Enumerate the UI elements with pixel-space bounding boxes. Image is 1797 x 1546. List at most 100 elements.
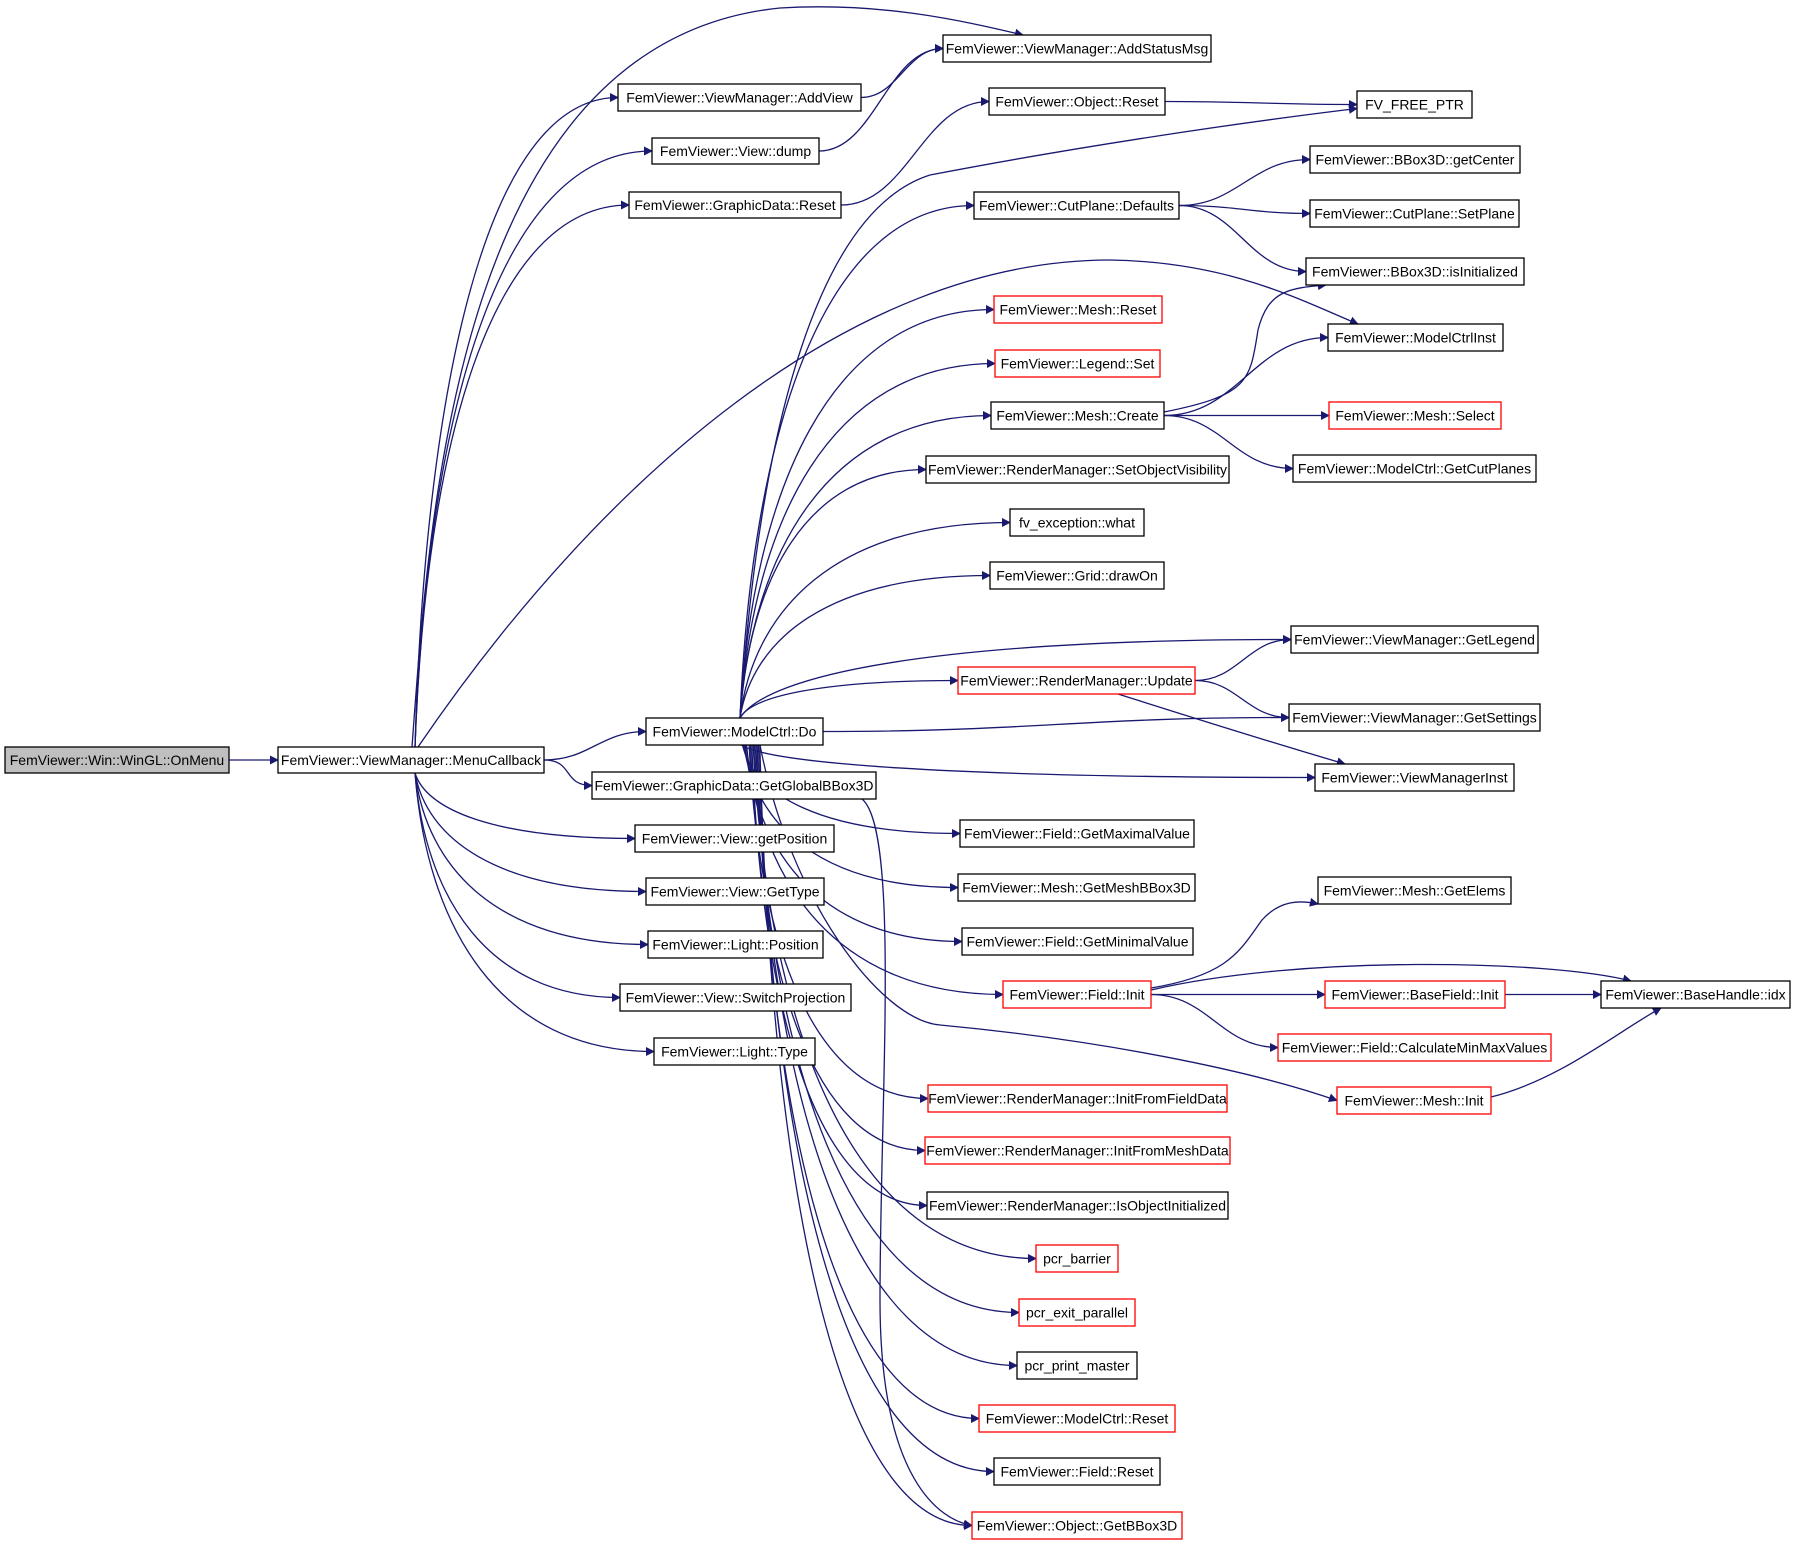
node-fvfree[interactable]: FV_FREE_PTR: [1356, 90, 1473, 119]
node-label: FemViewer::Mesh::GetElems: [1324, 883, 1506, 899]
node-fieldinit[interactable]: FemViewer::Field::Init: [1002, 980, 1152, 1009]
node-onmenu[interactable]: FemViewer::Win::WinGL::OnMenu: [4, 746, 230, 774]
node-legendset[interactable]: FemViewer::Legend::Set: [994, 349, 1161, 378]
node-getbbox[interactable]: FemViewer::Object::GetBBox3D: [971, 1511, 1183, 1540]
node-addstatusmsg[interactable]: FemViewer::ViewManager::AddStatusMsg: [942, 34, 1212, 63]
edge-line: [739, 105, 1358, 719]
node-mcreset[interactable]: FemViewer::ModelCtrl::Reset: [978, 1404, 1176, 1433]
node-menucallback[interactable]: FemViewer::ViewManager::MenuCallback: [277, 746, 545, 774]
call-edge: [1490, 1007, 1662, 1098]
node-label: FemViewer::BBox3D::isInitialized: [1312, 264, 1518, 280]
call-edge: [414, 93, 619, 748]
edge-line: [860, 44, 944, 99]
call-edge: [739, 201, 975, 719]
node-addview[interactable]: FemViewer::ViewManager::AddView: [617, 83, 862, 112]
edge-line: [861, 798, 973, 1529]
node-label: FemViewer::Field::Reset: [1000, 1464, 1153, 1480]
edge-line: [739, 359, 996, 719]
call-edge: [739, 571, 991, 719]
call-edge: [414, 772, 636, 843]
node-label: FemViewer::Mesh::Init: [1344, 1093, 1483, 1109]
node-meshselect[interactable]: FemViewer::Mesh::Select: [1328, 401, 1502, 430]
edge-line: [417, 259, 1359, 748]
node-label: FemViewer::Field::GetMinimalValue: [966, 934, 1188, 950]
node-gettype[interactable]: FemViewer::View::GetType: [645, 877, 825, 906]
node-pcrprint[interactable]: pcr_print_master: [1016, 1351, 1138, 1380]
node-setplane[interactable]: FemViewer::CutPlane::SetPlane: [1309, 199, 1520, 228]
call-edge: [739, 676, 959, 719]
edge-line: [739, 635, 1292, 719]
node-fieldreset[interactable]: FemViewer::Field::Reset: [993, 1457, 1161, 1486]
node-label: FemViewer::View::getPosition: [642, 831, 827, 847]
edge-line: [414, 772, 655, 1056]
node-label: FemViewer::Light::Type: [661, 1044, 808, 1060]
node-initfield[interactable]: FemViewer::RenderManager::InitFromFieldD…: [927, 1084, 1228, 1113]
node-label: FemViewer::ViewManager::GetSettings: [1292, 710, 1537, 726]
node-label: FV_FREE_PTR: [1365, 97, 1464, 113]
node-label: FemViewer::Win::WinGL::OnMenu: [10, 752, 224, 768]
node-modelctrlinst[interactable]: FemViewer::ModelCtrlInst: [1327, 323, 1504, 352]
node-isobjinit[interactable]: FemViewer::RenderManager::IsObjectInitia…: [926, 1191, 1229, 1220]
node-fvwhat[interactable]: fv_exception::what: [1009, 508, 1145, 537]
call-edge: [414, 772, 647, 896]
call-edge: [739, 105, 1358, 719]
edge-line: [739, 305, 995, 719]
node-calcminmax[interactable]: FemViewer::Field::CalculateMinMaxValues: [1277, 1033, 1552, 1062]
call-edge: [1178, 204, 1311, 218]
node-label: FemViewer::Mesh::Reset: [1000, 302, 1157, 318]
node-meshcreate[interactable]: FemViewer::Mesh::Create: [990, 401, 1165, 430]
call-edge: [1194, 635, 1292, 682]
node-getmaxval[interactable]: FemViewer::Field::GetMaximalValue: [959, 819, 1195, 848]
node-basehandleidx[interactable]: FemViewer::BaseHandle::idx: [1600, 980, 1791, 1009]
edge-line: [1194, 679, 1290, 722]
node-getsettings[interactable]: FemViewer::ViewManager::GetSettings: [1288, 703, 1541, 732]
edge-line: [1150, 963, 1632, 991]
node-label: FemViewer::Mesh::Select: [1335, 408, 1494, 424]
node-setobjvis[interactable]: FemViewer::RenderManager::SetObjectVisib…: [925, 455, 1230, 484]
node-meshinit[interactable]: FemViewer::Mesh::Init: [1336, 1086, 1492, 1115]
call-edge: [543, 727, 647, 761]
edge-line: [543, 759, 593, 790]
node-label: FemViewer::ModelCtrl::GetCutPlanes: [1298, 461, 1531, 477]
node-getmeshbbox[interactable]: FemViewer::Mesh::GetMeshBBox3D: [957, 873, 1196, 902]
node-getelems[interactable]: FemViewer::Mesh::GetElems: [1317, 876, 1512, 905]
node-vminst[interactable]: FemViewer::ViewManagerInst: [1314, 763, 1515, 792]
edge-line: [1117, 693, 1346, 767]
node-label: FemViewer::ViewManager::AddStatusMsg: [946, 41, 1209, 57]
node-label: FemViewer::Field::CalculateMinMaxValues: [1282, 1040, 1548, 1056]
node-pcrexit[interactable]: pcr_exit_parallel: [1018, 1298, 1136, 1327]
node-cpdefaults[interactable]: FemViewer::CutPlane::Defaults: [973, 191, 1180, 220]
node-label: FemViewer::GraphicData::GetGlobalBBox3D: [594, 778, 873, 794]
node-pcrbarrier[interactable]: pcr_barrier: [1035, 1244, 1119, 1273]
node-lightpos[interactable]: FemViewer::Light::Position: [647, 930, 824, 959]
node-getminval[interactable]: FemViewer::Field::GetMinimalValue: [961, 927, 1194, 956]
node-label: fv_exception::what: [1019, 515, 1135, 531]
edge-line: [414, 146, 653, 748]
edge-line: [739, 465, 927, 719]
node-griddraw[interactable]: FemViewer::Grid::drawOn: [989, 561, 1165, 590]
node-gdreset[interactable]: FemViewer::GraphicData::Reset: [628, 191, 842, 219]
edge-line: [840, 97, 990, 206]
node-meshreset[interactable]: FemViewer::Mesh::Reset: [993, 295, 1163, 324]
node-getposition[interactable]: FemViewer::View::getPosition: [634, 824, 835, 853]
node-getcutplanes[interactable]: FemViewer::ModelCtrl::GetCutPlanes: [1292, 454, 1537, 483]
node-label: FemViewer::Mesh::Create: [996, 408, 1159, 424]
node-getlegend[interactable]: FemViewer::ViewManager::GetLegend: [1290, 625, 1539, 654]
node-lighttype[interactable]: FemViewer::Light::Type: [653, 1037, 816, 1066]
edge-line: [818, 44, 944, 152]
node-isinit[interactable]: FemViewer::BBox3D::isInitialized: [1305, 257, 1525, 286]
node-label: FemViewer::ViewManagerInst: [1321, 770, 1507, 786]
node-rmupdate[interactable]: FemViewer::RenderManager::Update: [957, 666, 1196, 695]
node-getglobalbbox[interactable]: FemViewer::GraphicData::GetGlobalBBox3D: [591, 771, 877, 800]
node-label: FemViewer::View::dump: [660, 143, 811, 159]
node-switchproj[interactable]: FemViewer::View::SwitchProjection: [619, 983, 852, 1012]
node-label: pcr_print_master: [1024, 1358, 1129, 1374]
node-basefieldinit[interactable]: FemViewer::BaseField::Init: [1324, 980, 1506, 1009]
node-objreset[interactable]: FemViewer::Object::Reset: [988, 87, 1166, 116]
node-initmesh[interactable]: FemViewer::RenderManager::InitFromMeshDa…: [924, 1136, 1231, 1165]
node-viewdump[interactable]: FemViewer::View::dump: [651, 137, 820, 165]
call-edge: [1178, 204, 1307, 276]
node-getcenter[interactable]: FemViewer::BBox3D::getCenter: [1309, 145, 1521, 174]
call-edge: [739, 635, 1292, 719]
node-modelctrldo[interactable]: FemViewer::ModelCtrl::Do: [645, 717, 824, 746]
